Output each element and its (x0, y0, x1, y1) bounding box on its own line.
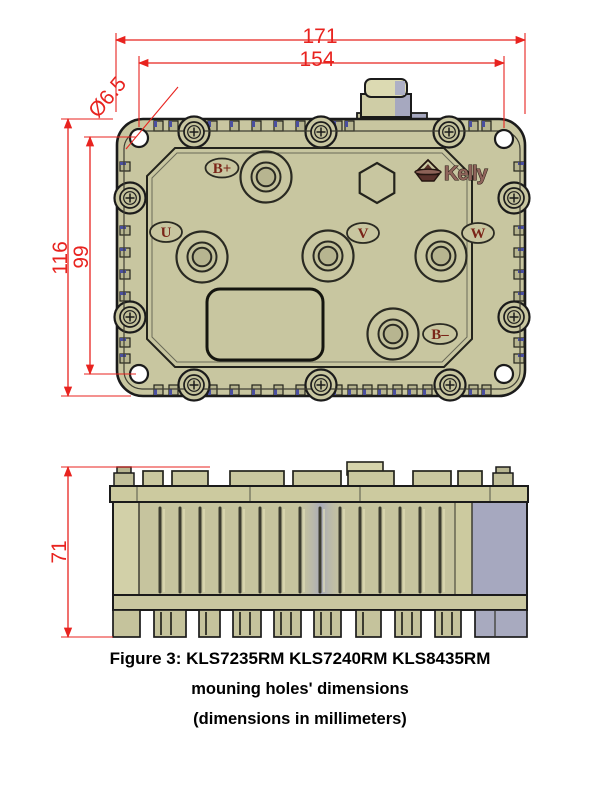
label-b-plus: B+ (204, 157, 240, 179)
dim-width-holes: 154 (299, 48, 334, 71)
caption-subtitle: mouning holes' dimensions (191, 680, 409, 698)
heatsink-body (109, 461, 529, 638)
terminal-label-b-plus: B+ (213, 161, 232, 177)
label-u: U (149, 221, 183, 243)
terminal-label-v: V (358, 226, 369, 242)
kelly-logo: Kelly (414, 158, 490, 186)
top-tabs (142, 470, 483, 488)
figure-caption: Figure 3: KLS7235RM KLS7240RM KLS8435RM … (0, 644, 600, 734)
terminal-label-u: U (161, 225, 172, 241)
terminal-label-b-minus: B– (431, 327, 449, 343)
caption-units: (dimensions in millimeters) (193, 710, 407, 728)
lid-screws (119, 121, 525, 396)
label-w: W (461, 222, 495, 244)
side-view-dimensions: 71 (48, 465, 210, 639)
brand-text: Kelly (444, 163, 489, 185)
dim-side-height: 71 (48, 540, 71, 563)
screw-bosses (113, 115, 531, 402)
hex-plug (358, 161, 396, 205)
mounting-feet (112, 609, 528, 638)
label-b-minus: B– (422, 323, 458, 345)
top-view-drawing: B+ U V W B– (49, 25, 531, 402)
side-view-drawing: 71 (48, 461, 529, 639)
label-v: V (346, 222, 380, 244)
power-terminals (175, 150, 468, 361)
heatsink-fins (158, 506, 445, 594)
cable-gland (356, 78, 428, 124)
caption-title: Figure 3: KLS7235RM KLS7240RM KLS8435RM (109, 649, 491, 668)
nameplate-recess (205, 287, 325, 362)
inner-panel-outline (146, 147, 473, 368)
dim-height-holes: 99 (70, 245, 93, 268)
mounting-holes (128, 127, 515, 385)
dim-hole-diameter: Ø6.5 (84, 73, 131, 123)
dim-height-overall: 116 (49, 241, 72, 274)
terminal-labels: B+ U V W B– (149, 157, 495, 345)
dim-width-overall: 171 (302, 25, 337, 48)
terminal-label-w: W (471, 226, 486, 242)
